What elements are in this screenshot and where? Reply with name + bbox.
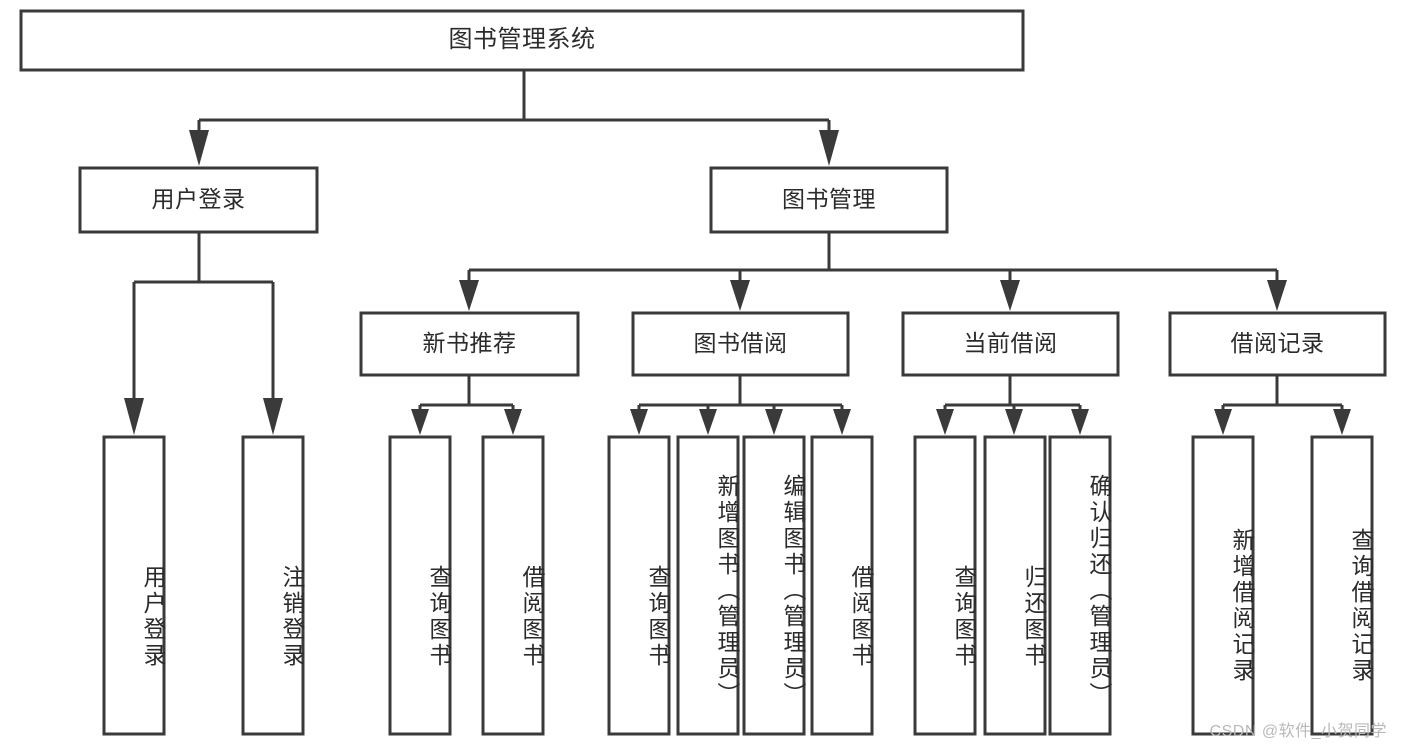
connector-group-borrow-record (1214, 375, 1351, 435)
arrow-record-leaf-1 (1214, 409, 1232, 435)
arrow-borrow-leaf-4 (833, 409, 851, 435)
leaf-box-add-book-admin[interactable] (676, 435, 740, 736)
arrow-borrow-leaf-2 (699, 409, 717, 435)
connector-group-user-login (124, 232, 283, 435)
arrow-root-to-book-manage (819, 130, 839, 166)
node-box-borrow-record[interactable] (1168, 311, 1387, 377)
leaf-box-add-borrow-record[interactable] (1191, 435, 1255, 736)
arrow-borrow-leaf-1 (630, 409, 648, 435)
arrow-root-to-user-login (189, 130, 209, 166)
node-box-new-book-recommend[interactable] (359, 311, 580, 377)
leaf-box-user-login[interactable] (102, 435, 166, 736)
leaf-box-borrow-book[interactable] (810, 435, 874, 736)
connector-group-root (189, 70, 839, 166)
arrow-current-leaf-3 (1071, 409, 1089, 435)
arrow-recommend-leaf-1 (411, 409, 429, 435)
arrow-book-manage-to-current (1000, 280, 1020, 311)
arrow-user-login-leaf-2 (263, 398, 283, 435)
leaf-box-user-logout[interactable] (241, 435, 305, 736)
leaf-box-edit-book-admin[interactable] (742, 435, 806, 736)
leaf-box-query-book-borrow[interactable] (607, 435, 671, 736)
node-box-book-borrow[interactable] (631, 311, 850, 377)
csdn-watermark: CSDN @软件_小贺同学 (1209, 723, 1387, 740)
arrow-book-manage-to-record (1267, 280, 1287, 311)
leaf-box-query-borrow-record[interactable] (1310, 435, 1374, 736)
node-box-user-login[interactable] (78, 166, 319, 234)
arrow-current-leaf-2 (1005, 409, 1023, 435)
connector-group-book-borrow (630, 375, 851, 435)
arrow-book-manage-to-recommend (459, 280, 479, 311)
arrow-user-login-leaf-1 (124, 398, 144, 435)
leaf-box-query-book-current[interactable] (913, 435, 977, 736)
arrow-book-manage-to-borrow (730, 280, 750, 311)
arrow-borrow-leaf-3 (765, 409, 783, 435)
node-box-book-manage[interactable] (709, 166, 949, 234)
leaf-box-borrow-book-recommend[interactable] (481, 435, 545, 736)
connector-group-current-borrow (936, 375, 1089, 435)
arrow-recommend-leaf-2 (504, 409, 522, 435)
leaf-box-query-book-recommend[interactable] (388, 435, 452, 736)
leaf-box-confirm-return-admin[interactable] (1048, 435, 1112, 736)
connector-group-new-book-recommend (411, 375, 522, 435)
node-box-root[interactable] (19, 9, 1025, 72)
leaf-box-return-book[interactable] (983, 435, 1047, 736)
arrow-record-leaf-2 (1333, 409, 1351, 435)
arrow-current-leaf-1 (936, 409, 954, 435)
node-box-current-borrow[interactable] (901, 311, 1120, 377)
connector-group-book-manage (459, 232, 1287, 311)
